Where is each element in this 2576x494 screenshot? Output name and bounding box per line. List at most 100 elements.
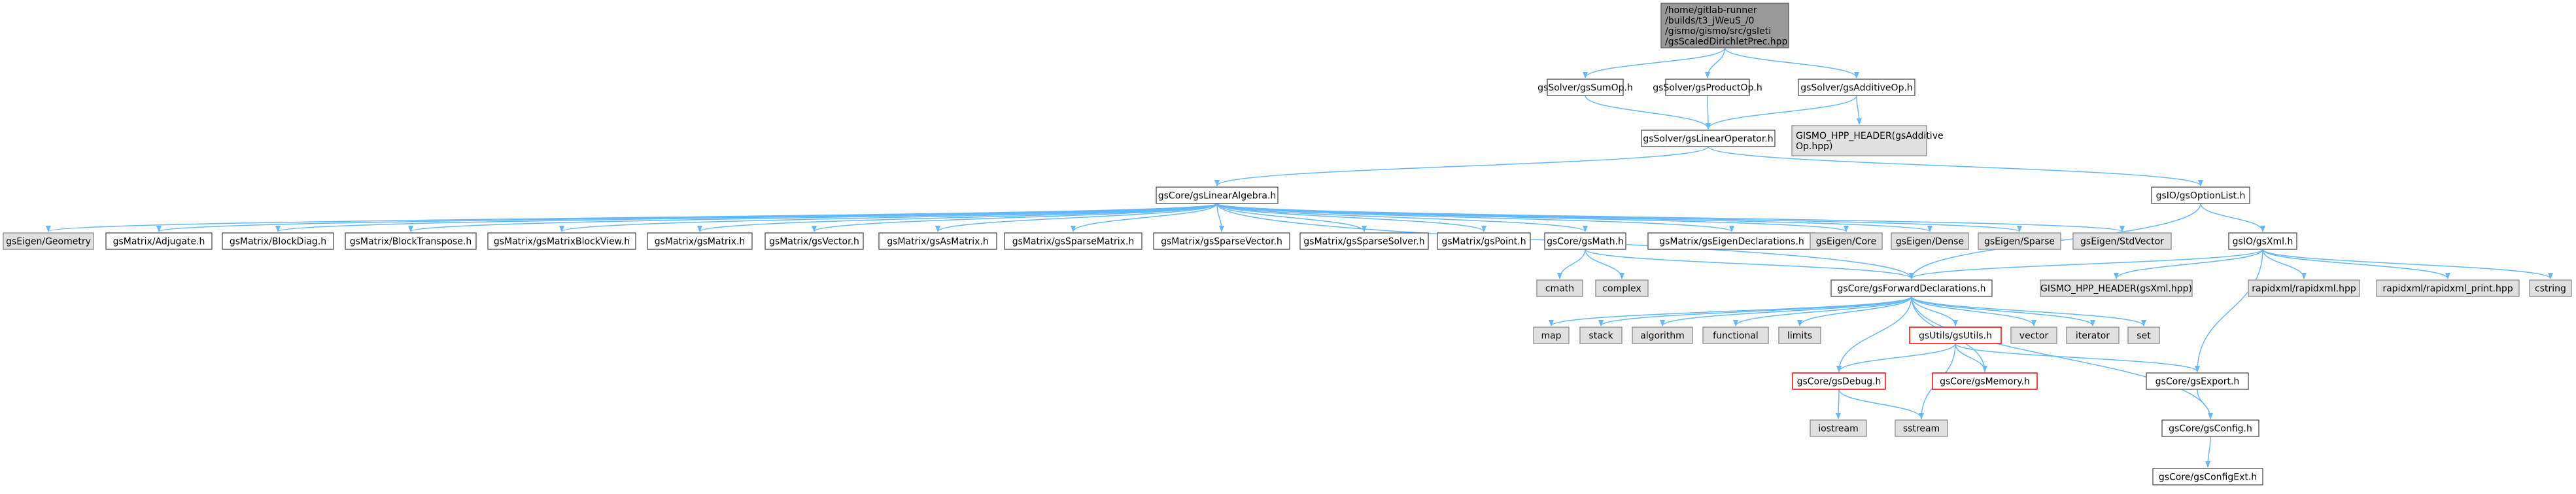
node-gsconfig[interactable]: gsCore/gsConfig.h (2161, 419, 2259, 437)
node-box (2072, 232, 2172, 250)
edge-gsxml-to-cstring (2262, 249, 2553, 279)
edge-linop-to-linalg (1214, 146, 1709, 186)
edge-gsxml-to-rapidxml (2262, 249, 2307, 279)
edge-line (1911, 296, 2036, 326)
edge-line (1836, 296, 1912, 372)
node-algorithm: algorithm (1632, 326, 1693, 344)
node-label: functional (1713, 331, 1759, 342)
edge-linalg-to-gsmath (1216, 203, 1588, 232)
node-box (2161, 419, 2259, 437)
edge-line (1214, 146, 1709, 186)
node-adjugate[interactable]: gsMatrix/Adjugate.h (105, 232, 213, 250)
node-gsexport[interactable]: gsCore/gsExport.h (2146, 372, 2249, 390)
edge-line (2200, 203, 2265, 232)
node-box (1702, 326, 1769, 344)
node-label: GISMO_HPP_HEADER(gsXml.hpp) (2040, 284, 2192, 294)
edge-linalg-to-eigensparse (1216, 203, 2022, 232)
edge-linalg-to-eigenstdvector (1216, 203, 2125, 232)
edge-linalg-to-blockview (559, 203, 1218, 232)
node-sparsevector[interactable]: gsMatrix/gsSparseVector.h (1153, 232, 1290, 250)
node-fwddecl[interactable]: gsCore/gsForwardDeclarations.h (1830, 279, 1993, 297)
node-geometry: gsEigen/Geometry (3, 232, 94, 250)
node-label: iterator (2076, 331, 2110, 342)
node-label: gsMatrix/gsMatrixBlockView.h (494, 237, 630, 247)
node-label: stack (1589, 331, 1613, 342)
node-root[interactable]: /home/gitlab-runner/builds/t3_jWeuS_/0/g… (1660, 3, 1789, 48)
node-label: gsMatrix/gsSparseVector.h (1161, 237, 1282, 247)
node-productop[interactable]: gsSolver/gsProductOp.h (1653, 79, 1762, 96)
node-label: rapidxml/rapidxml_print.hpp (2382, 284, 2513, 294)
edge-line (1724, 47, 1859, 79)
edge-fwddecl-to-vector (1911, 296, 2036, 326)
edge-line (1856, 95, 1862, 125)
node-sumop[interactable]: gsSolver/gsSumOp.h (1537, 79, 1633, 96)
node-asmatrix[interactable]: gsMatrix/gsAsMatrix.h (878, 232, 997, 250)
node-box (1156, 186, 1279, 204)
node-gsvector[interactable]: gsMatrix/gsVector.h (764, 232, 864, 250)
node-box (2152, 468, 2263, 485)
edge-line (1583, 47, 1726, 79)
edge-optlist-to-gsxml (2200, 203, 2265, 232)
node-gsmatrix[interactable]: gsMatrix/gsMatrix.h (647, 232, 753, 250)
edge-linalg-to-sparsesolver (1216, 203, 1367, 232)
node-label: gsEigen/Sparse (1984, 237, 2055, 247)
node-box (105, 232, 213, 250)
edge-root-to-productop (1705, 47, 1726, 79)
node-optlist[interactable]: gsIO/gsOptionList.h (2151, 186, 2250, 204)
edge-line (1216, 203, 2022, 232)
node-label: gsMatrix/gsAsMatrix.h (887, 237, 988, 247)
node-sparsematrix[interactable]: gsMatrix/gsSparseMatrix.h (1004, 232, 1142, 250)
edge-fwddecl-to-limits (1797, 296, 1912, 326)
node-gsmemory[interactable]: gsCore/gsMemory.h (1932, 372, 2038, 390)
node-box (1891, 232, 1969, 250)
node-gismo_xml: GISMO_HPP_HEADER(gsXml.hpp) (2040, 279, 2193, 297)
edge-gsmath-to-complex (1585, 249, 1624, 279)
edge-line (1708, 146, 2203, 186)
node-label: gsMatrix/BlockDiag.h (230, 237, 326, 247)
node-eigenstdvector: gsEigen/StdVector (2072, 232, 2172, 250)
node-linalg[interactable]: gsCore/gsLinearAlgebra.h (1156, 186, 1279, 204)
node-label: gsMatrix/gsSparseMatrix.h (1012, 237, 1135, 247)
node-linop[interactable]: gsSolver/gsLinearOperator.h (1641, 130, 1776, 147)
node-label: map (1541, 331, 1561, 342)
edge-line (1909, 249, 2263, 279)
node-label: gsEigen/StdVector (2080, 237, 2164, 247)
edge-root-to-additiveop (1724, 47, 1859, 79)
edge-linalg-to-sparsevector (1216, 203, 1224, 232)
node-label: Op.hpp) (1796, 141, 1832, 152)
node-gspoint[interactable]: gsMatrix/gsPoint.h (1437, 232, 1531, 250)
node-gsconfigext[interactable]: gsCore/gsConfigExt.h (2152, 468, 2263, 485)
node-blockview[interactable]: gsMatrix/gsMatrixBlockView.h (487, 232, 636, 250)
edge-line (559, 203, 1218, 232)
node-gsxml[interactable]: gsIO/gsXml.h (2228, 232, 2297, 250)
node-sparsesolver[interactable]: gsMatrix/gsSparseSolver.h (1299, 232, 1429, 250)
node-box (1791, 125, 1927, 156)
node-box (878, 232, 997, 250)
node-label: gsMatrix/gsPoint.h (1441, 237, 1526, 247)
node-gsmath[interactable]: gsCore/gsMath.h (1544, 232, 1626, 250)
edge-line (1585, 95, 1711, 130)
node-vector: vector (2010, 326, 2057, 344)
node-box (1595, 279, 1649, 297)
edge-gsmath-to-cmath (1557, 249, 1586, 279)
node-additiveop[interactable]: gsSolver/gsAdditiveOp.h (1798, 79, 1915, 96)
edge-line (1557, 249, 1586, 279)
node-gismo_add: GISMO_HPP_HEADER(gsAdditiveOp.hpp) (1791, 125, 1944, 156)
node-box (1895, 419, 1948, 437)
node-gsdebug[interactable]: gsCore/gsDebug.h (1792, 372, 1886, 390)
node-blocktranspose[interactable]: gsMatrix/BlockTranspose.h (345, 232, 477, 250)
node-eigendecl[interactable]: gsMatrix/gsEigenDeclarations.h (1647, 232, 1816, 250)
edge-linalg-to-sparsematrix (1071, 203, 1218, 232)
edge-line (2262, 249, 2450, 279)
node-box (2127, 326, 2160, 344)
node-box (222, 232, 334, 250)
edge-gsxml-to-rapidxml_print (2262, 249, 2450, 279)
node-iostream: iostream (1810, 419, 1867, 437)
node-box (2248, 279, 2360, 297)
node-gsutils[interactable]: gsUtils/gsUtils.h (1909, 326, 2002, 344)
node-box (2228, 232, 2297, 250)
edge-line (46, 203, 1218, 232)
edge-gsutils-to-gsmemory (1955, 343, 1987, 372)
node-blockdiag[interactable]: gsMatrix/BlockDiag.h (222, 232, 334, 250)
